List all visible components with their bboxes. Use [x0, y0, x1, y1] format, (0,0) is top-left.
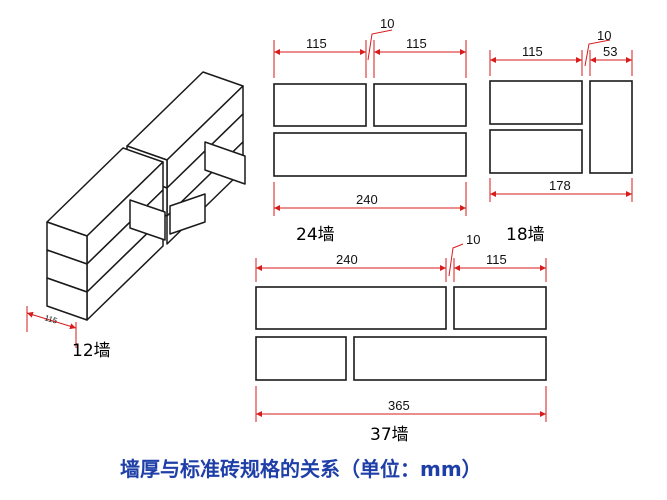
brick	[353, 336, 547, 381]
wall-18-dim-10: 10	[597, 28, 611, 43]
wall-12-label: 12墙	[72, 341, 111, 361]
wall-37-dim-10: 10	[466, 232, 480, 247]
wall-24-label: 24墙	[296, 225, 335, 245]
diagram-caption: 墙厚与标准砖规格的关系（单位：mm）	[120, 457, 482, 481]
brick	[453, 286, 547, 330]
wall-12-dim-115: 115	[43, 313, 58, 325]
brick	[489, 80, 583, 125]
wall-24-dim-240: 240	[356, 192, 378, 207]
brick	[273, 132, 467, 177]
wall-24: 115 10 115 240 24墙	[273, 16, 467, 245]
wall-12-isometric	[46, 71, 246, 321]
wall-37: 240 10 115 365 37墙	[255, 232, 547, 445]
wall-18-dim-115: 115	[522, 44, 543, 59]
brick	[589, 80, 633, 174]
wall-18-dim-178: 178	[549, 178, 571, 193]
brick	[255, 336, 347, 381]
wall-37-label: 37墙	[370, 425, 409, 445]
wall-37-dim-365: 365	[388, 398, 410, 413]
brick	[373, 83, 467, 127]
wall-18-dim-53: 53	[603, 44, 617, 59]
brick	[489, 129, 583, 174]
wall-24-dim-115-left: 115	[306, 36, 327, 51]
brick	[255, 286, 447, 330]
wall-24-dim-10: 10	[380, 16, 394, 31]
wall-24-dim-115-right: 115	[406, 36, 427, 51]
brick	[273, 83, 367, 127]
wall-18-label: 18墙	[506, 225, 545, 245]
wall-37-dim-115: 115	[486, 252, 507, 267]
wall-37-dim-240: 240	[336, 252, 358, 267]
wall-12-dimension: 115 12墙	[26, 306, 111, 361]
wall-18: 115 10 53 178 18墙	[489, 28, 633, 245]
